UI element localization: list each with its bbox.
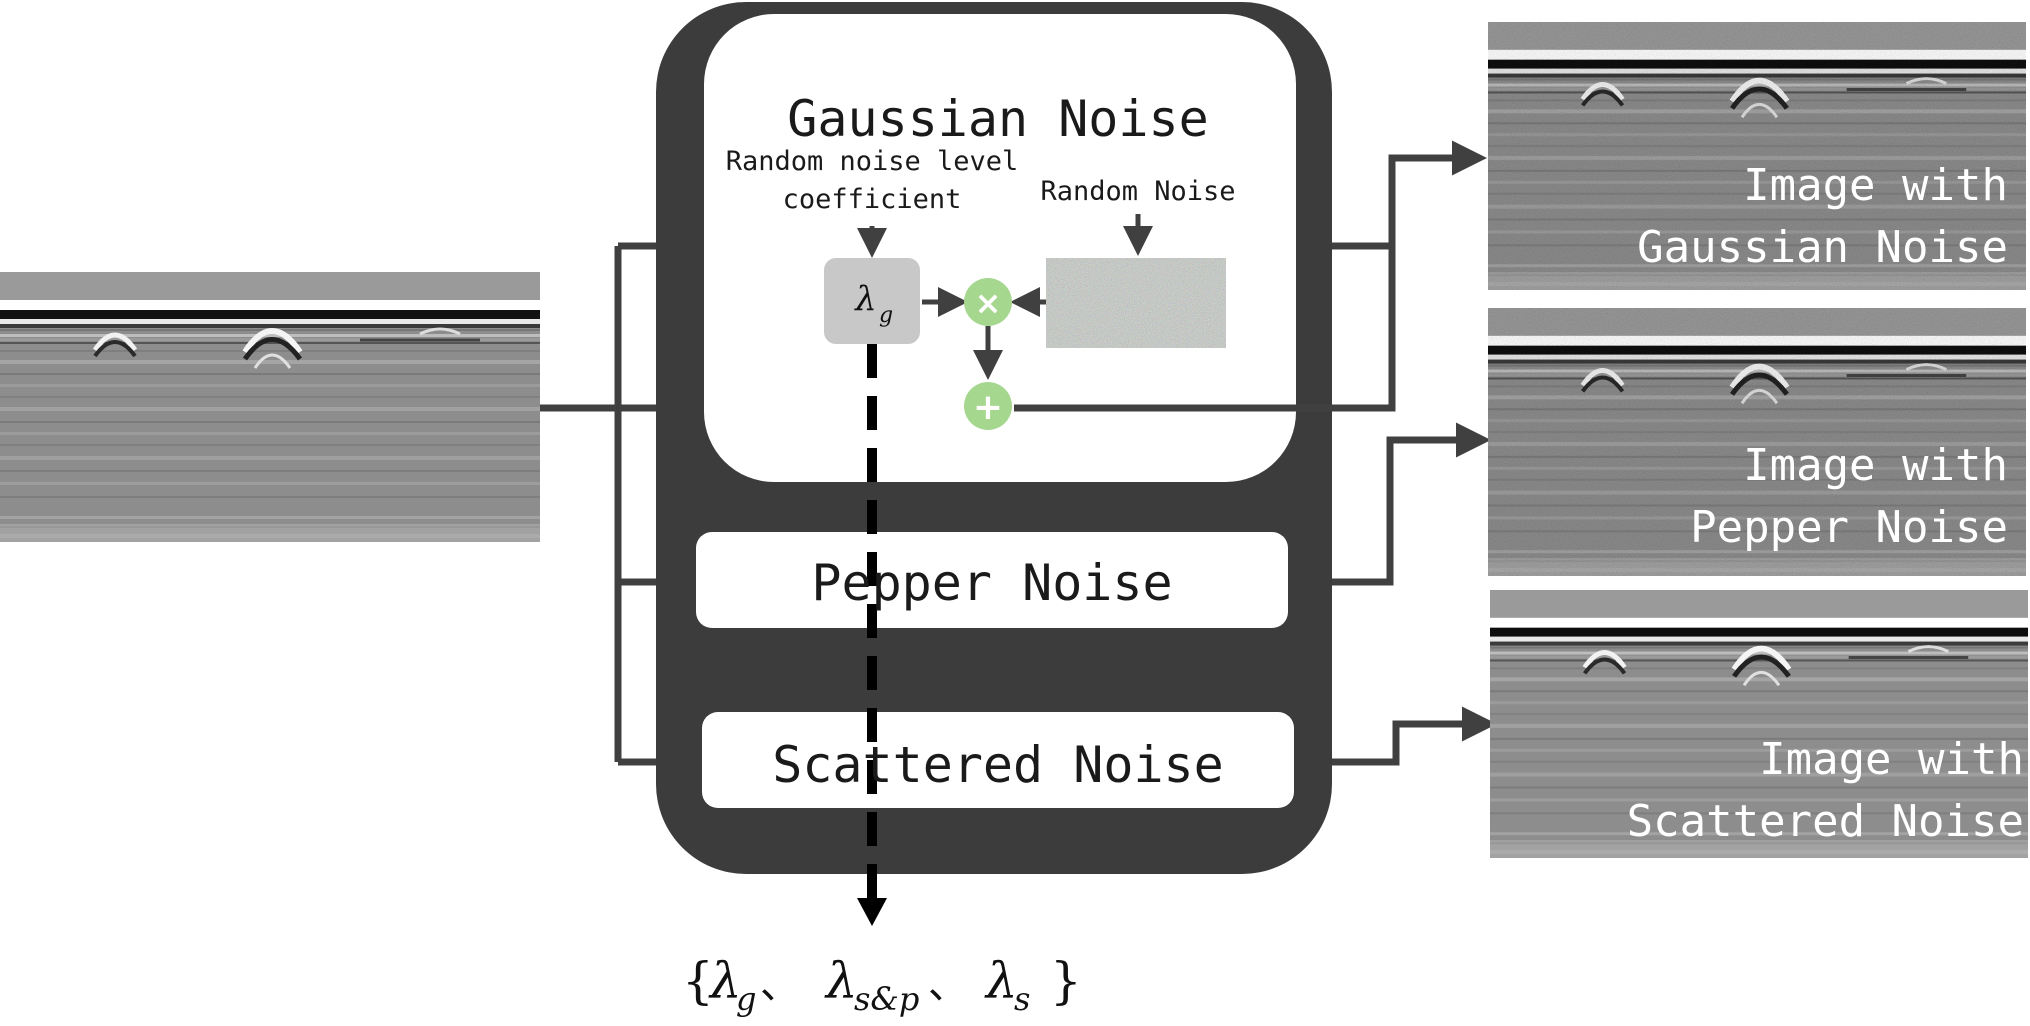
lambda-sp-subscript: s&p <box>854 980 919 1018</box>
lambda-collection-arrowhead <box>857 898 887 926</box>
add-glyph: + <box>973 387 1003 428</box>
output-connectors <box>1014 140 1497 766</box>
output-image-scattered: Image with Scattered Noise <box>1490 590 2028 858</box>
coefficient-label-line1: Random noise level <box>726 146 1019 177</box>
gaussian-output-arrow <box>1014 140 1487 412</box>
scattered-output-label-line2: Scattered Noise <box>1627 796 2024 847</box>
scattered-output-arrow <box>1332 706 1497 766</box>
scattered-output-label-line1: Image with <box>1759 734 2024 785</box>
gaussian-output-label-line1: Image with <box>1743 160 2008 211</box>
set-close-brace: } <box>1050 952 1082 1010</box>
pepper-output-label-line1: Image with <box>1743 440 2008 491</box>
lambda-sp-symbol: λ <box>824 952 858 1010</box>
set-open-brace: { <box>682 952 714 1010</box>
scattered-noise-title: Scattered Noise <box>772 736 1224 794</box>
output-image-gaussian: Image with Gaussian Noise <box>1488 22 2026 290</box>
input-radar-image <box>0 272 540 542</box>
lambda-parameter-set: { λ g 、 λ s&p 、 λ s } <box>682 952 1082 1018</box>
pepper-noise-panel <box>696 532 1288 628</box>
coefficient-label-line2: coefficient <box>783 184 962 215</box>
multiply-glyph: × <box>975 284 1002 322</box>
lambda-s-symbol: λ <box>984 952 1018 1010</box>
scattered-noise-panel <box>702 712 1294 808</box>
separator-2: 、 <box>928 962 968 1008</box>
separator-1: 、 <box>760 962 800 1008</box>
output-image-pepper: Image with Pepper Noise <box>1488 308 2026 576</box>
gaussian-noise-panel <box>704 14 1296 482</box>
multiply-operator-icon: × <box>964 278 1012 326</box>
lambda-g-symbol: λ <box>708 952 742 1010</box>
pepper-output-arrow <box>1332 422 1491 586</box>
lambda-s-subscript: s <box>1014 980 1030 1018</box>
lambda-symbol: λ <box>853 279 877 319</box>
lambda-g-box: λ g <box>824 258 920 344</box>
gaussian-output-label-line2: Gaussian Noise <box>1637 222 2008 273</box>
random-noise-label: Random Noise <box>1040 176 1235 207</box>
lambda-subscript: g <box>879 303 893 328</box>
lambda-g-subscript: g <box>736 980 756 1018</box>
add-operator-icon: + <box>964 382 1012 430</box>
pepper-noise-title: Pepper Noise <box>811 554 1172 612</box>
random-noise-image <box>1046 258 1226 348</box>
pepper-output-label-line2: Pepper Noise <box>1690 502 2008 553</box>
gaussian-noise-title: Gaussian Noise <box>787 90 1208 148</box>
